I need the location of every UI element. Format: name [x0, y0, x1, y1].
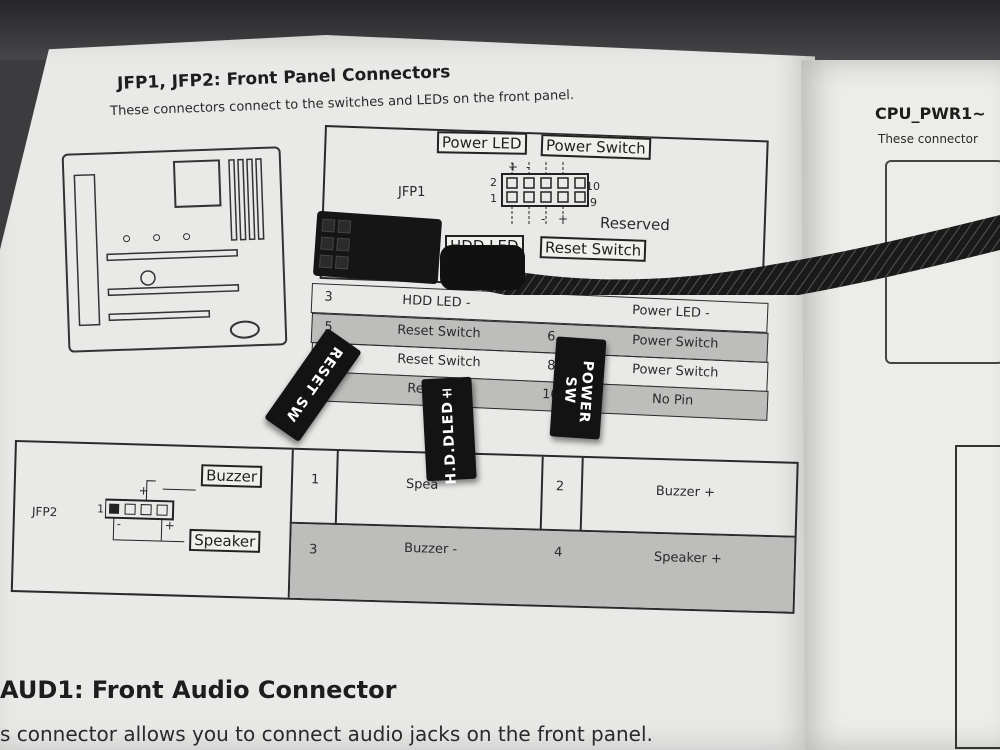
pin-number: 6: [546, 329, 556, 345]
pin-label-10: 10: [586, 180, 600, 193]
power-sw-label: POWER SW: [560, 359, 596, 424]
shaded-row: [289, 523, 795, 612]
polarity-minus-2: -: [541, 212, 546, 226]
motherboard-diagram: [61, 146, 288, 353]
audio-section-description: s connector allows you to connect audio …: [0, 722, 653, 746]
signal-name: Reset Switch: [397, 351, 482, 371]
cpu-section-description: These connector: [878, 132, 978, 146]
cpu-power-pinout-box: [955, 445, 1000, 749]
signal-name: Reset Switch: [397, 322, 482, 342]
pin-number: 4: [553, 545, 563, 561]
jfp1-header-pins: [501, 162, 589, 226]
pin-number: 3: [324, 289, 333, 305]
label-power-switch: Power Switch: [540, 134, 652, 160]
pin-number: 1: [310, 472, 320, 488]
cpu-section-title: CPU_PWR1~: [875, 104, 986, 123]
label-speaker: Speaker: [188, 528, 261, 553]
manual-right-page: [801, 60, 1000, 750]
pin-label-2: 2: [490, 176, 497, 189]
signal-name: Power Switch: [631, 332, 719, 352]
signal-name: HDD LED -: [401, 292, 471, 311]
pin-number: 3: [308, 542, 318, 558]
audio-section-title: AUD1: Front Audio Connector: [0, 676, 397, 704]
polarity-plus-1: +: [508, 160, 519, 174]
label-buzzer: Buzzer: [200, 464, 263, 488]
header-pin-sockets: [318, 218, 352, 270]
signal-name: Buzzer -: [403, 540, 458, 558]
jfp1-female-header-connector: [312, 210, 443, 285]
pin-label-9: 9: [590, 196, 597, 209]
polarity-minus-1: -: [526, 160, 531, 174]
label-jfp1: JFP1: [398, 185, 426, 200]
signal-name: Power Switch: [631, 361, 719, 381]
pin-label-1: 1: [490, 192, 497, 205]
power-sw-connector[interactable]: POWER SW: [549, 336, 607, 440]
pin-number: 2: [555, 479, 565, 495]
hdd-led-label: H.D.DLED±: [438, 383, 460, 486]
jfp2-header-pins: [103, 480, 197, 543]
motherboard-layout-drawing: [73, 158, 265, 339]
polarity-plus-2: +: [558, 212, 569, 226]
braided-extension-cable: [440, 215, 1000, 295]
signal-name: Buzzer +: [655, 483, 716, 501]
pin-label-1: 1: [96, 502, 105, 516]
signal-name: No Pin: [651, 391, 694, 409]
signal-name: Speaker +: [653, 549, 723, 567]
label-jfp2: JFP2: [31, 504, 58, 520]
hdd-led-connector[interactable]: H.D.DLED±: [421, 376, 477, 485]
signal-name: Power LED -: [631, 302, 711, 322]
label-power-led: Power LED: [436, 131, 527, 155]
jfp2-table: JFP2 Buzzer Speaker 1 + - + 1 Spea 2 Buz…: [10, 440, 799, 614]
